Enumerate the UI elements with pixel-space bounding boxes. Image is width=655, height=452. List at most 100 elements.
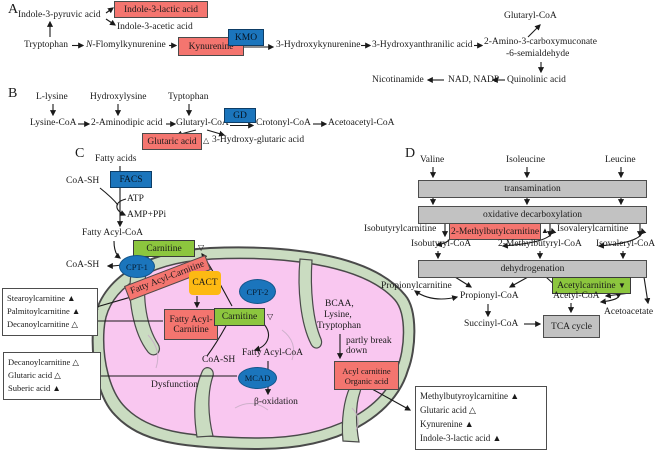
dysfunction-label: Dysfunction xyxy=(151,380,198,390)
carnitine-outer-open-down-triangle: ▽ xyxy=(198,243,205,252)
box3-line: Kynurenine ▲ xyxy=(420,418,474,429)
acetoacetate-label: Acetoacetate xyxy=(604,307,654,317)
acetylcarnitine-text: Acetylcarnitine xyxy=(557,280,616,291)
oxidative-decarboxylation-bar: oxidative decarboxylation xyxy=(418,206,647,224)
partly-break-label-1: partly break xyxy=(346,336,392,346)
box1-line: Decanoylcarnitine △ xyxy=(7,319,78,330)
carnitine-matrix-box: Carnitine xyxy=(214,308,265,326)
n-formylkynurenine-label: N-Flomylkynurenine xyxy=(86,40,166,51)
bcaa-label-1: BCAA, xyxy=(325,299,354,309)
bcaa-label-2: Lysine, xyxy=(324,310,352,320)
panel-a-letter: A xyxy=(8,2,19,17)
panel-d-letter: D xyxy=(405,146,416,161)
beta-oxidation-label: β-oxidation xyxy=(254,397,298,407)
formylkynurenine-rest: -Flomylkynurenine xyxy=(92,40,166,50)
matrix-texture-lines xyxy=(147,329,359,431)
amp-ppi-label: AMP+PPi xyxy=(127,210,167,220)
carnitine-matrix-open-down-triangle: ▽ xyxy=(267,312,274,321)
indole-3-pyruvic-acid-label: Indole-3-pyruvic acid xyxy=(18,10,101,20)
glutaric-acid-box: Glutaric acid xyxy=(142,133,202,150)
mcad-enzyme-ellipse: MCAD xyxy=(238,367,277,389)
carboxymuconate-line1: 2-Amino-3-carboxymuconate xyxy=(484,37,597,47)
valine-label: Valine xyxy=(420,155,445,165)
glutaryl-coa-label-a: Glutaryl-CoA xyxy=(504,11,557,21)
methylbutyryl-coa-label: 2-Methylbutyryl-CoA xyxy=(498,239,582,249)
fatty-acyl-coa-matrix-label: Fatty Acyl-CoA xyxy=(242,348,303,358)
box2-line: Suberic acid ▲ xyxy=(8,383,61,394)
acyl-line2: Organic acid xyxy=(344,375,389,386)
methylbutylcarnitine-box: 2-Methylbutylcarnitine xyxy=(449,223,541,240)
typtophan-label: Typtophan xyxy=(168,92,209,102)
dehydrogenation-bar: dehydrogenation xyxy=(418,260,647,278)
quinolinic-acid-label: Quinolinic acid xyxy=(507,75,566,85)
box3-line: Glutaric acid △ xyxy=(420,404,476,415)
succinyl-coa-label: Succinyl-CoA xyxy=(464,319,519,329)
hydroxyglutaric-label: 3-Hydroxy-glutaric acid xyxy=(212,135,305,145)
indole-3-acetic-acid-label: Indole-3-acetic acid xyxy=(117,22,193,32)
glutaryl-coa-label-b: Glutaryl-CoA xyxy=(176,118,229,128)
kynurenine-box: Kynurenine xyxy=(178,37,244,56)
metabolite-box-3: Methylbutyroylcarnitine ▲ Glutaric acid … xyxy=(415,386,547,450)
isovaleryl-coa-label: Isovaleryl-CoA xyxy=(596,239,655,249)
kmo-enzyme-box: KMO xyxy=(228,29,264,46)
cpt1-enzyme-ellipse: CPT-1 xyxy=(119,255,155,278)
methylbutyl-filled-up-triangle: ▲ xyxy=(541,226,549,235)
propionylcarnitine-label: Propionylcarnitine xyxy=(381,281,452,291)
nad-nadp-label: NAD, NADP xyxy=(448,75,500,85)
n-prefix: N xyxy=(86,40,93,50)
box1-line: Palmitoylcarnitine ▲ xyxy=(7,306,81,317)
isoleucine-label: Isoleucine xyxy=(506,155,546,165)
box3-line: Indole-3-lactic acid ▲ xyxy=(420,432,502,443)
coa-sh-label-2: CoA-SH xyxy=(66,260,100,270)
propionyl-coa-label: Propionyl-CoA xyxy=(460,291,519,301)
facarn-line1: Fatty Acyl- xyxy=(169,314,213,325)
bcaa-label-3: Tryptophan xyxy=(317,321,361,331)
metabolite-box-2: Decanoylcarnitine △ Glutaric acid △ Sube… xyxy=(3,352,101,400)
leucine-label: Leucine xyxy=(605,155,636,165)
hydroxylysine-label: Hydroxylysine xyxy=(90,92,147,102)
isovalerylcarnitine-label: Isovalerylcarnitine xyxy=(557,224,629,234)
hydroxykynurenine-label: 3-Hydroxykynurenine xyxy=(276,40,361,50)
facs-enzyme-box: FACS xyxy=(110,171,152,188)
cact-transporter-box: CACT xyxy=(189,271,221,295)
panel-c-letter: C xyxy=(75,146,85,161)
metabolite-box-1: Stearoylcarnitine ▲ Palmitoylcarnitine ▲… xyxy=(2,288,98,336)
box2-line: Glutaric acid △ xyxy=(8,370,61,381)
fatty-acyl-coa-outer-label: Fatty Acyl-CoA xyxy=(82,228,143,238)
nicotinamide-label: Nicotinamide xyxy=(372,75,424,85)
fatty-acyl-carnitine-matrix-box: Fatty Acyl-Carnitine xyxy=(164,309,218,340)
glutaric-open-triangle: △ xyxy=(203,136,210,145)
coa-sh-label-3: CoA-SH xyxy=(202,355,236,365)
cpt2-enzyme-ellipse: CPT-2 xyxy=(239,279,276,304)
carnitine-outer-box: Carnitine xyxy=(133,240,195,257)
acetoacetyl-coa-label: Acetoacetyl-CoA xyxy=(328,118,395,128)
crotonyl-coa-label: Crotonyl-CoA xyxy=(256,118,311,128)
crista xyxy=(194,367,214,438)
carboxymuconate-line2: -6-semialdehyde xyxy=(506,49,570,59)
panel-b-letter: B xyxy=(8,86,18,101)
facarn-line2: Carnitine xyxy=(173,324,209,335)
box3-line: Methylbutyroylcarnitine ▲ xyxy=(420,391,520,401)
hydroxyanthranilic-label: 3-Hydroxyanthranilic acid xyxy=(372,40,473,50)
acyl-line1: Acyl carnitine xyxy=(342,365,391,376)
isobutyrylcarnitine-label: Isobutyrylcarnitine xyxy=(364,224,437,234)
tca-cycle-box: TCA cycle xyxy=(543,315,600,338)
acetylcarnitine-filled-down-triangle: ▼ xyxy=(618,281,626,290)
box1-line: Stearoylcarnitine ▲ xyxy=(7,293,76,303)
isobutyryl-coa-label: Isobutyryl-CoA xyxy=(411,239,472,249)
gd-enzyme-box: GD xyxy=(224,108,256,123)
transamination-bar: transamination xyxy=(418,180,647,198)
aminodipic-label: 2-Aminodipic acid xyxy=(91,118,163,128)
crista xyxy=(298,258,323,349)
coa-sh-label-1: CoA-SH xyxy=(66,176,100,186)
fatty-acyl-carnitine-matrix-text: Fatty Acyl-Carnitine xyxy=(169,315,212,335)
fatty-acids-label: Fatty acids xyxy=(95,154,137,164)
lysine-coa-label: Lysine-CoA xyxy=(30,118,77,128)
l-lysine-label: L-lysine xyxy=(36,92,68,102)
box2-line: Decanoylcarnitine △ xyxy=(8,357,79,367)
tryptophan-label: Tryptophan xyxy=(24,40,68,50)
